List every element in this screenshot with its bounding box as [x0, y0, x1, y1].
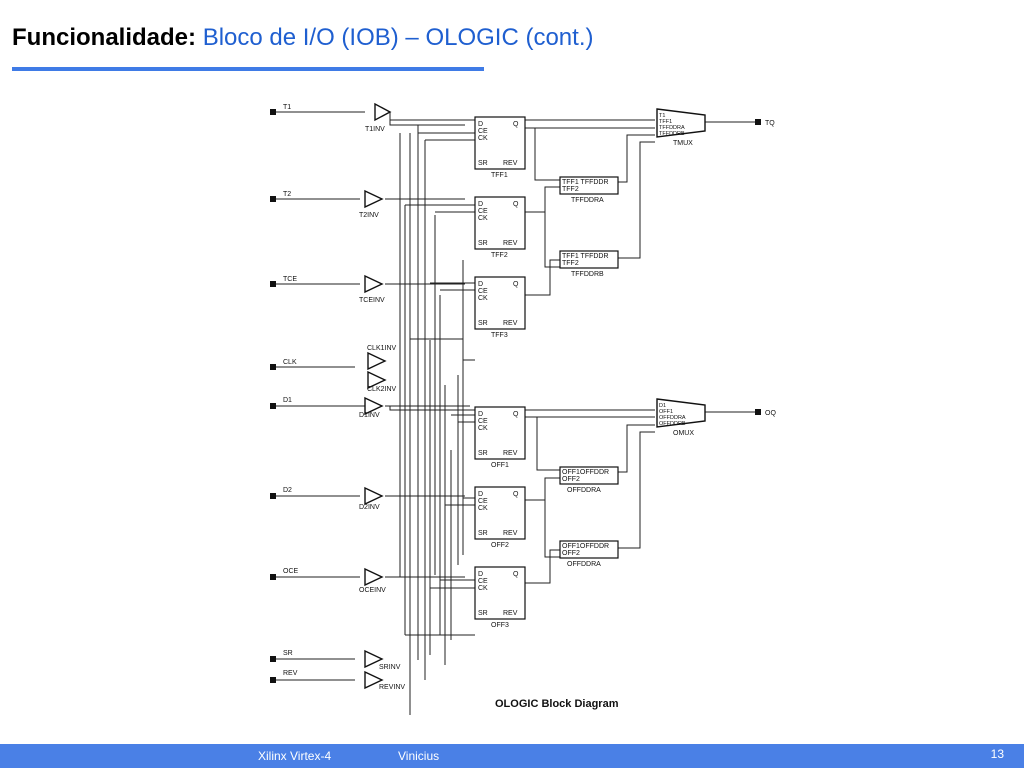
ff-label: OFF1: [491, 462, 509, 469]
ddr-block-label: TFFDDRB: [571, 271, 604, 278]
ff-pin-ck: CK: [478, 585, 488, 592]
inverter-label: T2INV: [359, 212, 379, 219]
ff-pin-ck: CK: [478, 425, 488, 432]
ff-label: TFF3: [491, 332, 508, 339]
ff-pin-ck: CK: [478, 215, 488, 222]
ff-pin-ck: CK: [478, 295, 488, 302]
ff-pin-q: Q: [513, 571, 519, 578]
input-label: SR: [283, 650, 293, 657]
input-label: CLK: [283, 359, 297, 366]
input-label: D2: [283, 487, 292, 494]
ff-pin-q: Q: [513, 121, 519, 128]
ddr-block-label: TFFDDRA: [571, 197, 604, 204]
inverter-label: TCEINV: [359, 297, 385, 304]
inverter-label: CLK2INV: [367, 386, 397, 393]
ff-pin-sr: SR: [478, 610, 488, 617]
ff-pin-q: Q: [513, 201, 519, 208]
output-label: OQ: [765, 410, 776, 417]
ff-pin-rev: REV: [503, 320, 518, 327]
mux-input: TFFDDRA: [659, 125, 685, 131]
ff-pin-rev: REV: [503, 530, 518, 537]
mux-label: TMUX: [673, 140, 693, 147]
ff-pin-q: Q: [513, 491, 519, 498]
ff-pin-d: D: [478, 201, 483, 208]
ff-pin-ce: CE: [478, 208, 488, 215]
output-label: TQ: [765, 120, 775, 127]
ff-pin-rev: REV: [503, 240, 518, 247]
page-number: 13: [990, 747, 1004, 761]
ff-pin-sr: SR: [478, 240, 488, 247]
input-label: T1: [283, 104, 291, 111]
ff-pin-d: D: [478, 281, 483, 288]
inverter-label: OCEINV: [359, 587, 386, 594]
mux-input: OFF1: [659, 409, 673, 415]
ddr-block-line2: TFF2: [562, 260, 579, 267]
ff-pin-ce: CE: [478, 498, 488, 505]
title-prefix: Funcionalidade:: [12, 24, 197, 51]
footer-author: Vinicius: [398, 749, 440, 763]
mux-input: OFFDDRB: [659, 421, 686, 427]
ddr-block-line2: OFF2: [562, 476, 580, 483]
inverter-label: D2INV: [359, 504, 380, 511]
mux-input: TFF1: [659, 119, 672, 125]
inverter-label: D1INV: [359, 412, 380, 419]
ddr-block-line2: OFF2: [562, 550, 580, 557]
mux-input: T1: [659, 113, 665, 119]
inverter-label: REVINV: [379, 684, 405, 691]
footer-title: Xilinx Virtex-4: [258, 749, 332, 763]
input-label: T2: [283, 191, 291, 198]
ff-pin-sr: SR: [478, 160, 488, 167]
ff-pin-d: D: [478, 411, 483, 418]
ff-label: TFF1: [491, 172, 508, 179]
ff-pin-rev: REV: [503, 450, 518, 457]
ff-pin-ck: CK: [478, 505, 488, 512]
ologic-block-diagram: T1 T2 TCE CLK D1 D2 OCE SR REV TQ OQ T1I…: [270, 102, 776, 715]
ddr-block-line1: OFF1OFFDDR: [562, 469, 609, 476]
slide-title: Funcionalidade: Bloco de I/O (IOB) – OLO…: [12, 24, 593, 52]
ddr-block-line2: TFF2: [562, 186, 579, 193]
ff-label: OFF3: [491, 622, 509, 629]
mux-input: OFFDDRA: [659, 415, 686, 421]
input-label: OCE: [283, 568, 299, 575]
ff-pin-q: Q: [513, 411, 519, 418]
ff-pin-ce: CE: [478, 418, 488, 425]
ff-pin-d: D: [478, 491, 483, 498]
ff-pin-sr: SR: [478, 530, 488, 537]
ddr-block-label: OFFDDRA: [567, 487, 601, 494]
ff-pin-ce: CE: [478, 128, 488, 135]
ddr-block-line1: TFF1 TFFDDR: [562, 253, 609, 260]
title-underline: [12, 67, 484, 71]
ddr-block-line1: TFF1 TFFDDR: [562, 179, 609, 186]
ff-pin-ce: CE: [478, 288, 488, 295]
ff-pin-ce: CE: [478, 578, 488, 585]
input-label: TCE: [283, 276, 297, 283]
input-label: REV: [283, 670, 298, 677]
ff-pin-ck: CK: [478, 135, 488, 142]
ddr-block-label: OFFDDRA: [567, 561, 601, 568]
ff-pin-sr: SR: [478, 450, 488, 457]
ff-pin-q: Q: [513, 281, 519, 288]
inverter-label: CLK1INV: [367, 345, 397, 352]
ff-pin-rev: REV: [503, 160, 518, 167]
mux-input: TFFDDRB: [659, 131, 685, 137]
ff-pin-sr: SR: [478, 320, 488, 327]
ff-label: OFF2: [491, 542, 509, 549]
ff-pin-rev: REV: [503, 610, 518, 617]
ddr-block-line1: OFF1OFFDDR: [562, 543, 609, 550]
inverter-label: T1INV: [365, 126, 385, 133]
ff-label: TFF2: [491, 252, 508, 259]
input-label: D1: [283, 397, 292, 404]
ff-pin-d: D: [478, 121, 483, 128]
footer-bar: Xilinx Virtex-4 Vinicius 13: [0, 744, 1024, 768]
mux-input: D1: [659, 403, 666, 409]
ff-pin-d: D: [478, 571, 483, 578]
title-main: Bloco de I/O (IOB) – OLOGIC (cont.): [202, 24, 594, 51]
inverter-label: SRINV: [379, 664, 401, 671]
diagram-caption: OLOGIC Block Diagram: [495, 698, 619, 710]
mux-label: OMUX: [673, 430, 694, 437]
